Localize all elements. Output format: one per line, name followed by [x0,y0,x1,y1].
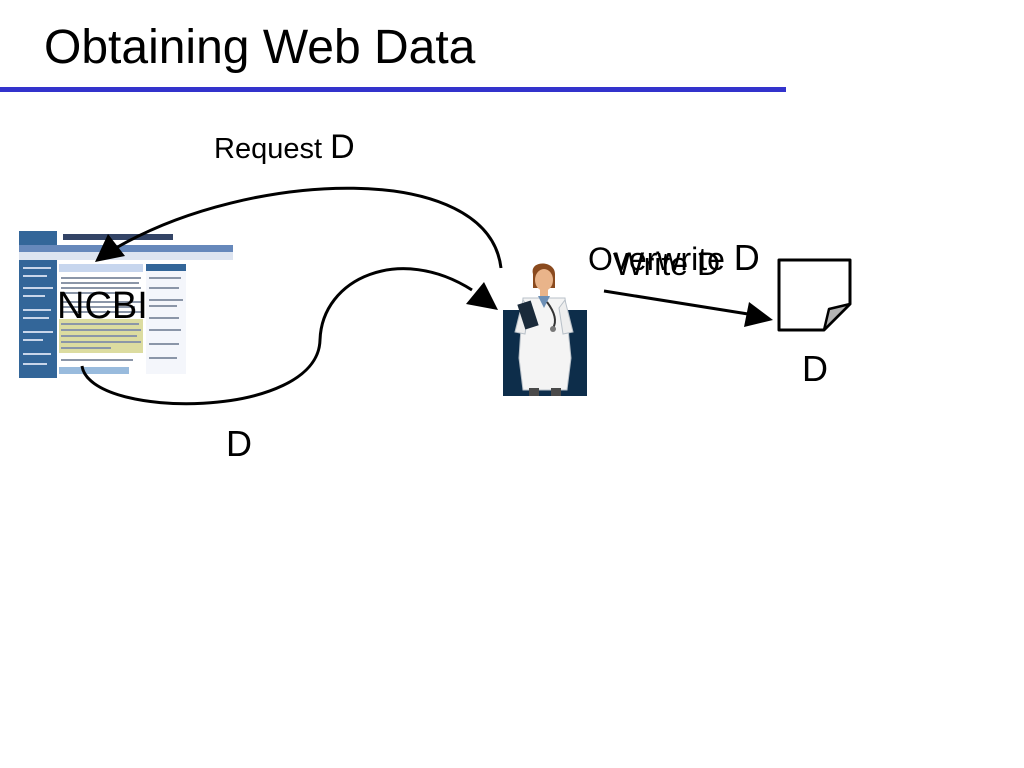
request-arrow [115,186,503,269]
title-underline [0,87,786,92]
response-arrow [80,267,473,406]
overwrite-label: Overwrite D [588,237,760,278]
file-label: D [802,348,828,389]
ncbi-webpage-thumbnail [19,231,233,378]
document-icon [777,258,852,332]
doctor-clipart [503,263,587,396]
returned-data-label: D [226,423,252,464]
write-label: Write D [614,246,721,282]
slide-title: Obtaining Web Data [44,21,476,74]
ncbi-label: NCBI [57,285,148,327]
write-arrow [603,289,749,316]
request-label: Request D [214,128,355,166]
